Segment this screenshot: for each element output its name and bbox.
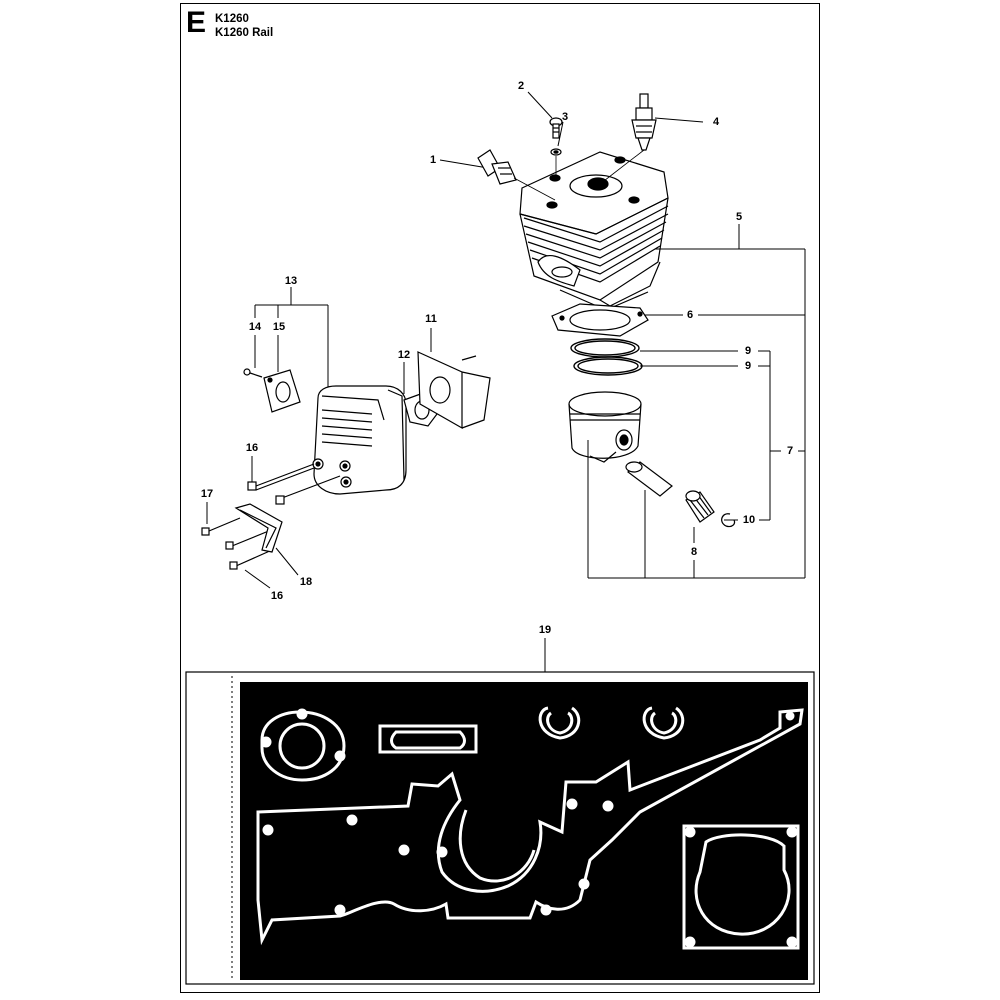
cooling-plate	[417, 351, 491, 430]
callout-12: 12	[397, 349, 411, 361]
leader-lines	[206, 91, 806, 672]
callout-5: 5	[735, 211, 743, 223]
callout-15: 15	[272, 321, 286, 333]
piston-pin	[625, 461, 673, 497]
callout-18: 18	[299, 576, 313, 588]
model-name-rail: K1260 Rail	[215, 27, 274, 39]
callout-16-lower: 16	[270, 590, 284, 602]
callout-2: 2	[517, 80, 525, 92]
piston	[568, 391, 642, 463]
callout-13: 13	[284, 275, 298, 287]
callout-9-upper: 9	[744, 345, 752, 357]
arrestor-screw	[243, 368, 263, 378]
cylinder-screw	[549, 117, 563, 178]
decompression-valve	[477, 149, 556, 201]
callout-7: 7	[786, 445, 794, 457]
circlip	[721, 513, 736, 528]
callout-3: 3	[561, 111, 569, 123]
muffler	[312, 385, 407, 495]
callout-17: 17	[200, 488, 214, 500]
callout-6: 6	[686, 309, 694, 321]
spark-plug	[599, 93, 657, 185]
callout-11: 11	[425, 313, 437, 325]
page-frame	[180, 3, 820, 993]
spark-arrestor-plate	[263, 369, 301, 413]
callout-4: 4	[712, 116, 720, 128]
muffler-bracket	[234, 503, 283, 553]
callout-9-lower: 9	[744, 360, 752, 372]
callout-14: 14	[248, 321, 262, 333]
callout-10: 10	[742, 514, 756, 526]
piston-rings	[570, 338, 643, 376]
callout-19: 19	[538, 624, 552, 636]
callout-8: 8	[690, 546, 698, 558]
callout-16-upper: 16	[245, 442, 259, 454]
cylinder	[519, 151, 669, 311]
section-letter: E	[186, 6, 207, 39]
muffler-bolts	[201, 463, 341, 570]
model-name: K1260	[215, 13, 249, 25]
gasket-kit-panel	[185, 671, 815, 985]
callout-1: 1	[429, 154, 437, 166]
needle-bearing	[685, 490, 715, 523]
cylinder-gasket	[551, 303, 649, 337]
